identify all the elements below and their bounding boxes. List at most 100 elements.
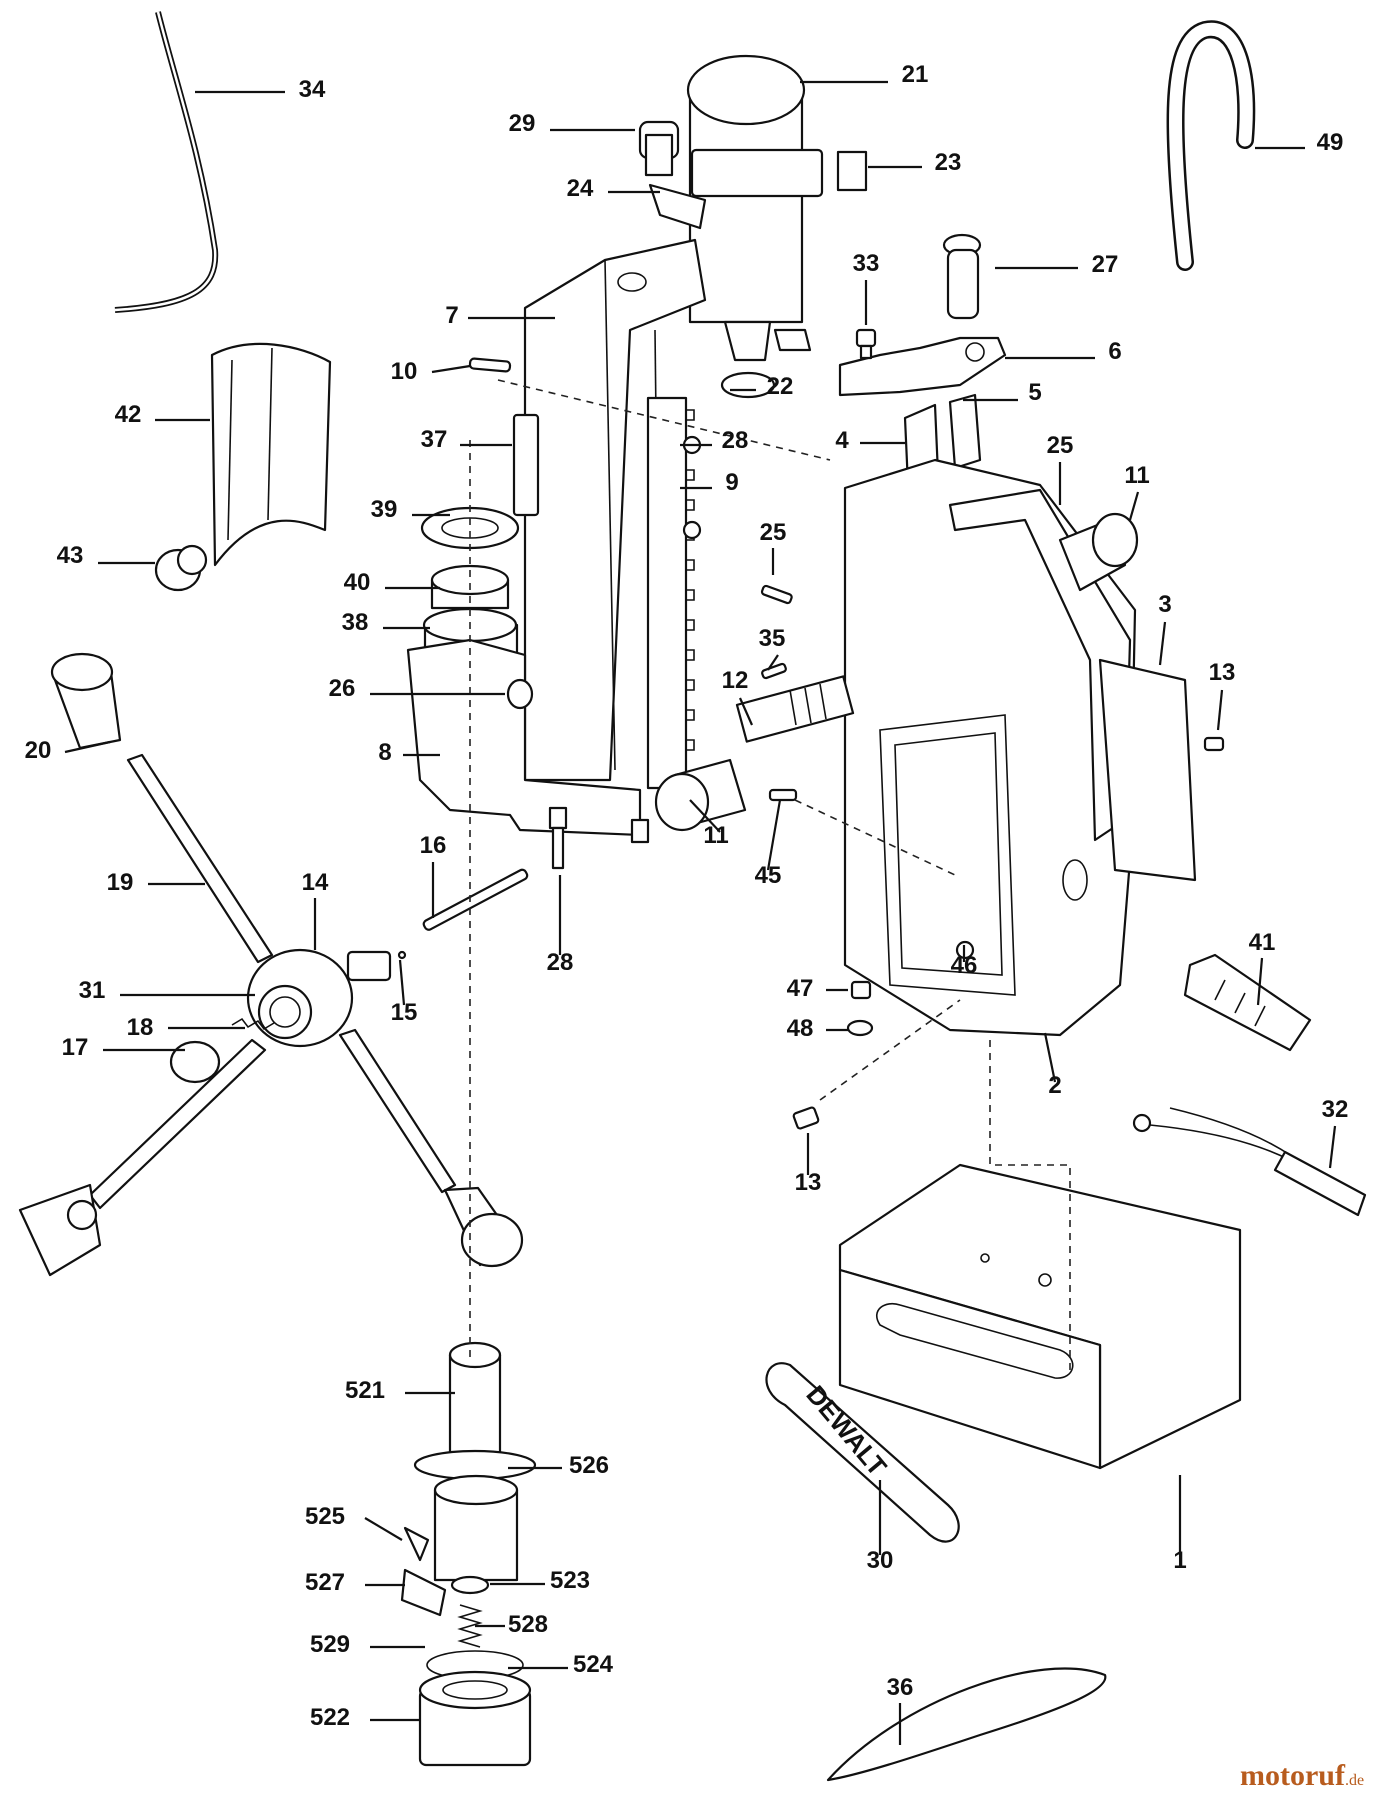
callout-48: 48 <box>787 1015 814 1042</box>
callout-17: 17 <box>62 1034 89 1061</box>
callout-19: 19 <box>107 869 134 896</box>
callout-41: 41 <box>1249 929 1276 956</box>
part-10-pin <box>468 357 512 373</box>
callout-8: 8 <box>378 739 391 766</box>
callout-523: 523 <box>550 1567 590 1594</box>
callout-45: 45 <box>755 862 782 889</box>
part-35-pin <box>761 662 787 680</box>
part-11-bushing-upper <box>1058 512 1139 592</box>
callout-528: 528 <box>508 1611 548 1638</box>
callout-30: 30 <box>867 1547 894 1574</box>
part-6-bracket <box>838 336 1007 397</box>
callout-13b: 13 <box>795 1169 822 1196</box>
callout-2: 2 <box>1048 1072 1061 1099</box>
part-14-hub <box>246 948 392 1048</box>
part-17-cap <box>169 1040 221 1084</box>
spoke-lower-right <box>338 1028 457 1194</box>
callout-35: 35 <box>759 625 786 652</box>
callout-11: 11 <box>1124 462 1149 489</box>
callout-9: 9 <box>725 469 738 496</box>
part-48-washer <box>846 1019 874 1037</box>
leader-35 <box>767 654 779 671</box>
part-3-cover <box>1098 658 1197 882</box>
part-33-screw <box>855 328 877 360</box>
part-37-strip <box>512 413 540 517</box>
callout-3: 3 <box>1158 591 1171 618</box>
leader-10 <box>431 364 471 374</box>
callout-46: 46 <box>951 952 978 979</box>
callout-527: 527 <box>305 1569 345 1596</box>
callout-23: 23 <box>935 149 962 176</box>
leader-41 <box>1256 957 1264 1006</box>
callout-522: 522 <box>310 1704 350 1731</box>
part-32-cable <box>1132 1107 1367 1217</box>
callout-7: 7 <box>445 302 458 329</box>
part-28-screw-lower <box>630 818 650 844</box>
part-34-tube <box>114 11 219 313</box>
part-9-rack <box>646 396 702 790</box>
part-27-contact <box>942 233 982 320</box>
part-drive-body <box>433 1474 519 1582</box>
part-1-magnet-base <box>838 1163 1242 1470</box>
callout-18: 18 <box>127 1014 154 1041</box>
part-43-plug <box>154 544 208 592</box>
callout-15: 15 <box>391 999 418 1026</box>
part-525-pawl <box>403 1526 430 1562</box>
callout-24: 24 <box>567 175 594 202</box>
callout-32: 32 <box>1322 1096 1349 1123</box>
part-29-knob <box>638 120 680 177</box>
callout-40: 40 <box>344 569 371 596</box>
callout-13: 13 <box>1209 659 1236 686</box>
part-523-washer <box>450 1575 490 1595</box>
part-16-pin <box>422 868 529 931</box>
callout-529: 529 <box>310 1631 350 1658</box>
callout-16: 16 <box>420 832 447 859</box>
part-11-bushing <box>654 758 747 832</box>
leader-3 <box>1158 621 1167 666</box>
callout-20: 20 <box>25 737 52 764</box>
part-20-grip <box>50 652 122 750</box>
callout-29: 29 <box>509 110 536 137</box>
part-13-screw-lower <box>792 1106 820 1130</box>
callout-22: 22 <box>767 373 794 400</box>
part-40-bearing <box>430 564 510 610</box>
part-45-pin <box>768 788 798 802</box>
part-522-collar <box>418 1670 532 1767</box>
callout-34: 34 <box>299 76 326 103</box>
part-19-bar <box>126 753 274 964</box>
part-47-screw <box>850 980 872 1000</box>
part-526-ring <box>413 1449 537 1481</box>
part-528-spring <box>457 1604 483 1648</box>
callout-521: 521 <box>345 1377 385 1404</box>
leader-525 <box>364 1517 403 1541</box>
leader-20 <box>64 740 111 754</box>
leader-32 <box>1328 1125 1337 1169</box>
callout-21: 21 <box>902 61 929 88</box>
callout-47: 47 <box>787 975 814 1002</box>
callout-25b: 25 <box>760 519 787 546</box>
callout-6: 6 <box>1108 338 1121 365</box>
callout-37: 37 <box>421 426 448 453</box>
part-527-clip <box>400 1568 447 1617</box>
leader-45 <box>766 799 782 871</box>
callout-27: 27 <box>1092 251 1119 278</box>
part-15-ball <box>397 950 407 960</box>
part-18-spring <box>231 1017 275 1031</box>
callout-11b: 11 <box>703 822 728 849</box>
part-30-brand-plate <box>765 1362 960 1543</box>
part-26-pin <box>506 678 534 710</box>
watermark-main: motoruf <box>1240 1759 1346 1792</box>
part-41-switch <box>1183 953 1312 1052</box>
part-12-spindle <box>735 675 855 743</box>
leader-11b <box>689 799 721 833</box>
callout-524: 524 <box>573 1651 614 1678</box>
callout-33: 33 <box>853 250 880 277</box>
callout-5: 5 <box>1028 379 1041 406</box>
callout-4: 4 <box>835 427 849 454</box>
part-24-clamp <box>648 183 707 230</box>
spoke-lower-left <box>88 1038 267 1210</box>
part-23-block <box>836 150 868 192</box>
assembly-line-screw <box>819 999 961 1101</box>
callout-12: 12 <box>722 667 749 694</box>
